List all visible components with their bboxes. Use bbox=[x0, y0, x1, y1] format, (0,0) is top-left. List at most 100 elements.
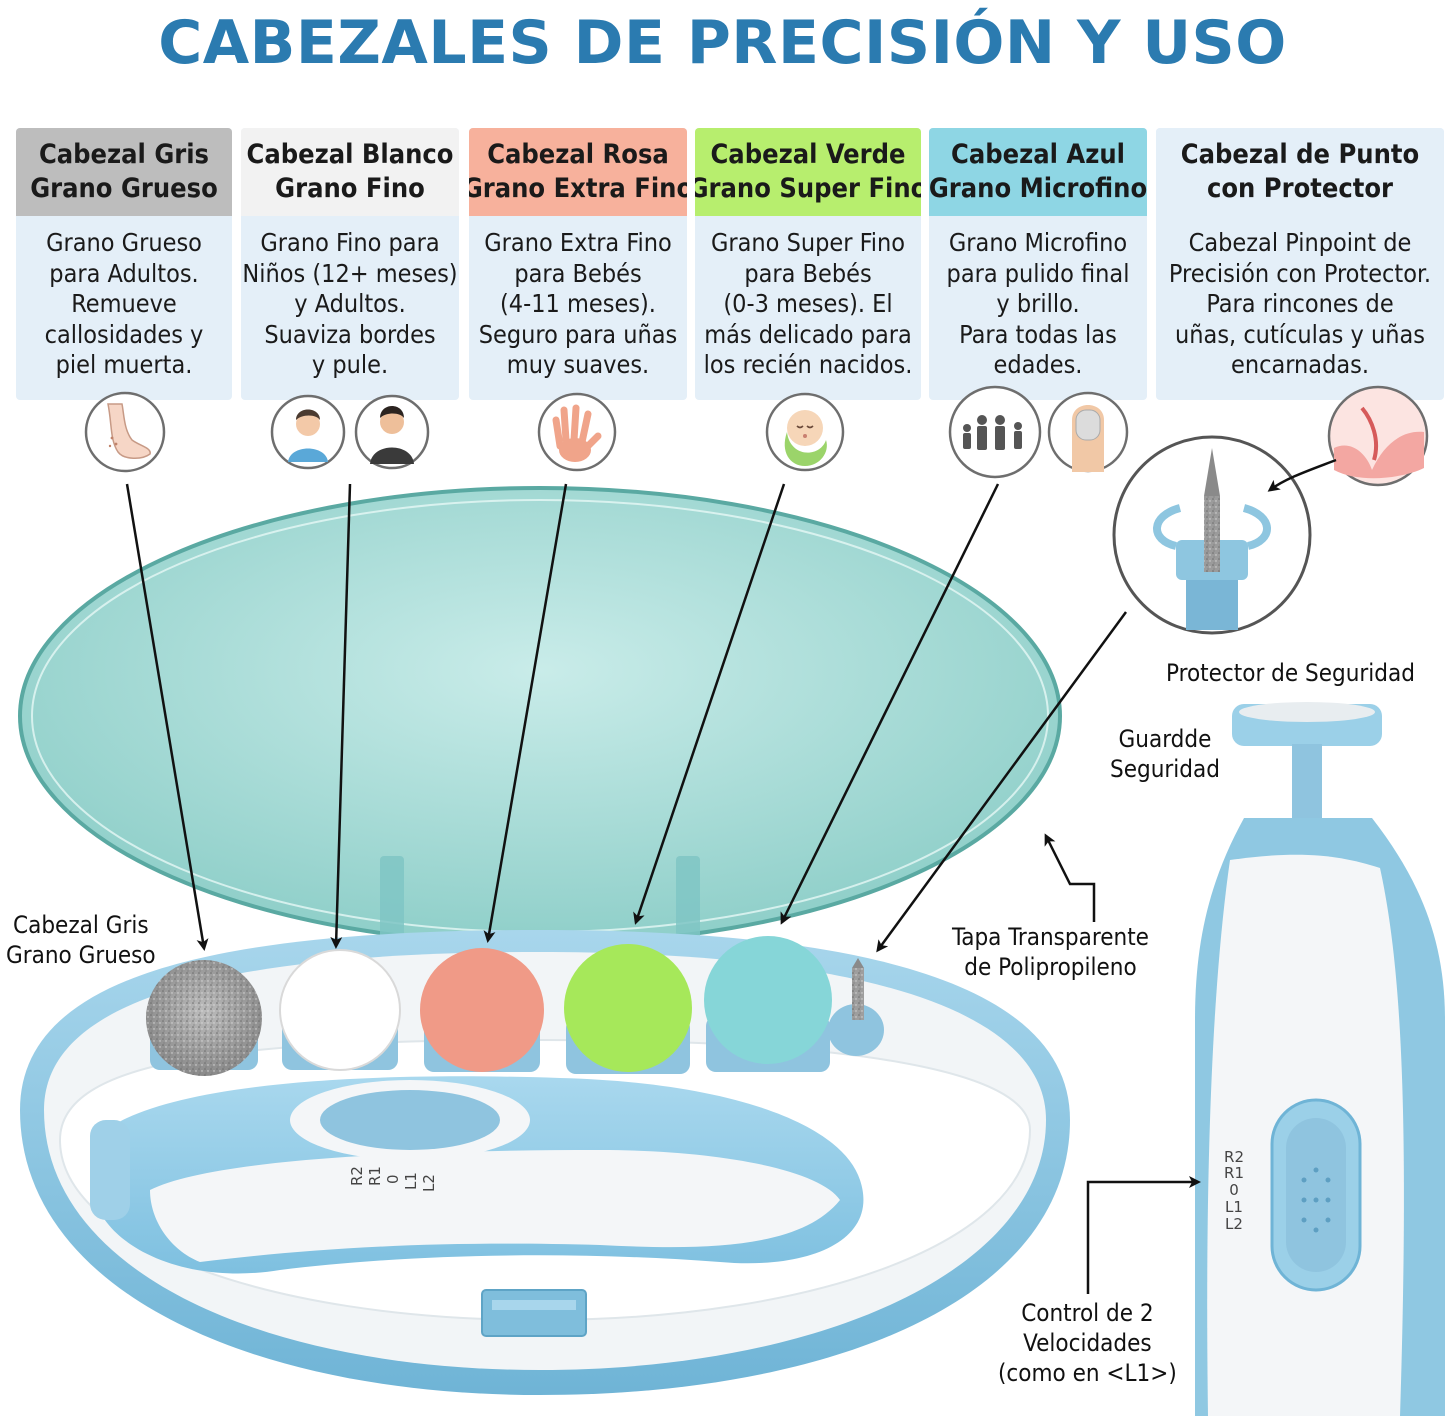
card-text-line: los recién nacidos. bbox=[703, 350, 913, 379]
card-text-line: Remueve bbox=[71, 289, 177, 318]
card-text-line: Niños (12+ meses) bbox=[242, 258, 458, 288]
card-header: Cabezal Blanco Grano Fino bbox=[241, 128, 459, 216]
card-green-head: Cabezal Verde Grano Super Fino Grano Sup… bbox=[695, 128, 921, 400]
card-text-line: para Adultos. bbox=[49, 258, 199, 288]
label-line: Grano Grueso bbox=[6, 941, 156, 969]
card-title-line: Grano Fino bbox=[275, 173, 425, 204]
card-text-line: callosidades y bbox=[44, 319, 204, 349]
card-pink-head: Cabezal Rosa Grano Extra Fino Grano Extr… bbox=[469, 128, 687, 400]
card-text-line: piel muerta. bbox=[55, 350, 193, 379]
card-header: Cabezal Azul Grano Microfino bbox=[929, 128, 1147, 216]
card-title-line: Cabezal Gris bbox=[38, 139, 210, 170]
card-title-line: Grano Super Fino bbox=[695, 173, 921, 204]
label-line: Guardde bbox=[1118, 725, 1212, 753]
speed-mark: L2 bbox=[1225, 1215, 1243, 1233]
page-title: CABEZALES DE PRECISIÓN Y USO bbox=[158, 8, 1287, 78]
card-description: Grano Super Fino para Bebés (0-3 meses).… bbox=[695, 216, 921, 381]
card-text-line: edades. bbox=[993, 350, 1083, 379]
card-title-line: con Protector bbox=[1206, 173, 1394, 204]
speed-mark: L2 bbox=[420, 1174, 438, 1192]
ingrown-nail-icon bbox=[1327, 385, 1429, 487]
label-line: Velocidades bbox=[1023, 1329, 1152, 1357]
card-text-line: Grano Super Fino bbox=[710, 228, 906, 257]
green-head bbox=[564, 944, 692, 1074]
adult-icon bbox=[354, 394, 430, 470]
card-title-line: Cabezal Azul bbox=[951, 139, 1125, 170]
card-text-line: encarnadas. bbox=[1230, 350, 1369, 379]
card-description: Grano Fino para Niños (12+ meses) y Adul… bbox=[241, 216, 459, 381]
pinpoint-head bbox=[828, 958, 884, 1056]
card-text-line: muy suaves. bbox=[506, 350, 650, 379]
card-white-head: Cabezal Blanco Grano Fino Grano Fino par… bbox=[241, 128, 459, 400]
card-text-line: Cabezal Pinpoint de bbox=[1188, 228, 1412, 257]
card-title-line: Grano Extra Fino bbox=[469, 173, 687, 204]
card-text-line: para pulido final bbox=[946, 258, 1130, 288]
card-header: Cabezal Rosa Grano Extra Fino bbox=[469, 128, 687, 216]
label-safety-protector: Protector de Seguridad bbox=[1166, 658, 1415, 688]
label-gray-head: Cabezal Gris Grano Grueso bbox=[6, 910, 156, 970]
card-header: Cabezal Verde Grano Super Fino bbox=[695, 128, 921, 216]
speed-mark: 0 bbox=[384, 1174, 402, 1184]
card-title-line: Grano Grueso bbox=[30, 173, 218, 204]
label-safety-guard: Guardde Seguridad bbox=[1110, 724, 1220, 784]
child-icon bbox=[270, 394, 346, 470]
white-head bbox=[279, 949, 401, 1071]
baby-icon bbox=[765, 392, 845, 472]
speed-mark: R1 bbox=[366, 1166, 384, 1186]
label-line: Control de 2 bbox=[1021, 1299, 1154, 1327]
label-line: Protector de Seguridad bbox=[1166, 659, 1415, 687]
card-description: Grano Extra Fino para Bebés (4-11 meses)… bbox=[469, 216, 687, 381]
card-text-line: Para todas las bbox=[959, 319, 1117, 349]
card-text-line: Grano Fino para bbox=[260, 228, 440, 257]
card-text-line: y Adultos. bbox=[294, 289, 406, 318]
card-text-line: Seguro para uñas bbox=[478, 319, 678, 349]
label-line: Tapa Transparente bbox=[952, 923, 1149, 951]
speed-mark: 0 bbox=[1229, 1181, 1239, 1199]
card-title-line: Grano Microfino bbox=[929, 173, 1147, 204]
teal-head bbox=[704, 936, 832, 1072]
card-text-line: más delicado para bbox=[704, 319, 912, 349]
speed-mark: R2 bbox=[348, 1166, 366, 1186]
handheld-device bbox=[1195, 702, 1445, 1416]
card-title-line: Cabezal de Punto bbox=[1180, 139, 1420, 170]
gray-head bbox=[146, 960, 262, 1076]
card-text-line: y brillo. bbox=[996, 289, 1080, 318]
transparent-lid bbox=[18, 486, 1062, 956]
card-gray-head: Cabezal Gris Grano Grueso Grano Grueso p… bbox=[16, 128, 232, 400]
speed-marks-case: R2 R1 0 L1 L2 bbox=[348, 1166, 438, 1192]
label-transparent-lid: Tapa Transparente de Polipropileno bbox=[952, 922, 1149, 982]
speed-mark: R2 bbox=[1224, 1148, 1244, 1166]
card-description: Cabezal Pinpoint de Precisión con Protec… bbox=[1156, 216, 1444, 381]
label-line: (como en <L1>) bbox=[998, 1359, 1177, 1387]
card-header: Cabezal Gris Grano Grueso bbox=[16, 128, 232, 216]
speed-mark: L1 bbox=[1225, 1198, 1243, 1216]
card-title-line: Cabezal Rosa bbox=[487, 139, 669, 170]
card-title-line: Cabezal Verde bbox=[710, 139, 906, 170]
label-line: Seguridad bbox=[1110, 755, 1220, 783]
nail-icon bbox=[1047, 391, 1129, 473]
card-text-line: Para rincones de bbox=[1206, 289, 1394, 318]
speed-mark: L1 bbox=[402, 1172, 420, 1190]
card-text-line: para Bebés bbox=[744, 258, 872, 288]
card-header: Cabezal de Punto con Protector bbox=[1156, 128, 1444, 216]
card-blue-head: Cabezal Azul Grano Microfino Grano Micro… bbox=[929, 128, 1147, 400]
label-line: de Polipropileno bbox=[964, 953, 1137, 981]
pink-head bbox=[420, 948, 544, 1072]
pinpoint-head-icon bbox=[1112, 435, 1312, 635]
label-line: Cabezal Gris bbox=[13, 911, 149, 939]
card-text-line: Grano Microfino bbox=[948, 228, 1128, 257]
baby-hand-icon bbox=[537, 392, 617, 472]
card-text-line: Precisión con Protector. bbox=[1168, 258, 1432, 288]
card-text-line: Suaviza bordes bbox=[264, 319, 436, 349]
card-pinpoint-head: Cabezal de Punto con Protector Cabezal P… bbox=[1156, 128, 1444, 400]
pointer-lines bbox=[125, 483, 1201, 1294]
card-text-line: uñas, cutículas y uñas bbox=[1175, 319, 1425, 349]
card-text-line: y pule. bbox=[311, 350, 389, 379]
speed-marks-handheld: R2 R1 0 L1 L2 bbox=[1224, 1148, 1244, 1233]
card-text-line: para Bebés bbox=[514, 258, 642, 288]
card-text-line: (4-11 meses). bbox=[500, 289, 656, 318]
nail-trimmer-device bbox=[90, 1076, 864, 1274]
card-title-line: Cabezal Blanco bbox=[246, 139, 454, 170]
card-description: Grano Microfino para pulido final y bril… bbox=[929, 216, 1147, 381]
card-description: Grano Grueso para Adultos. Remueve callo… bbox=[16, 216, 232, 381]
